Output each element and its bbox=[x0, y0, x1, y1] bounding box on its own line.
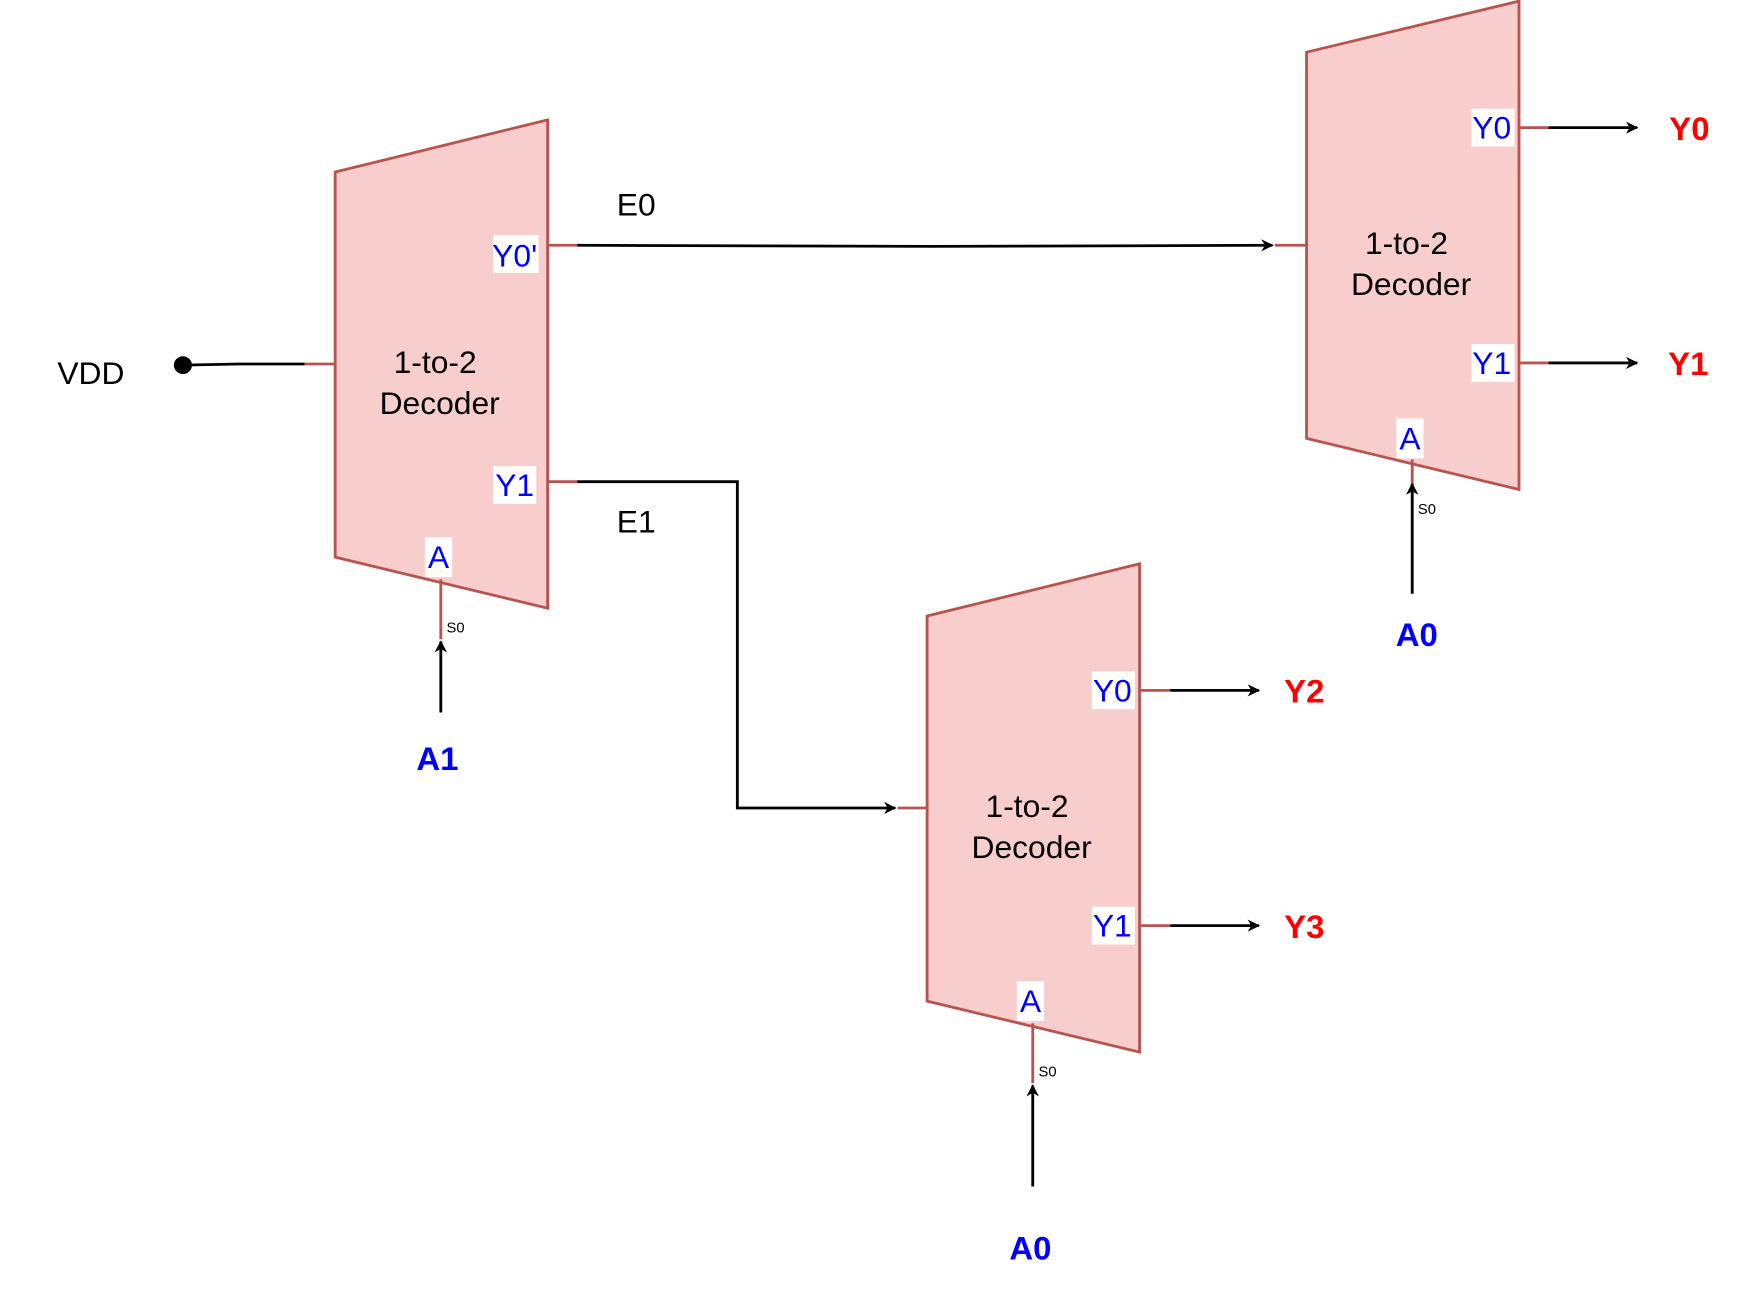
decoder-3-select: S0 bbox=[1038, 1065, 1056, 1081]
decoder-1: 1-to-2 Decoder Y0' Y1 A S0 A1 bbox=[304, 118, 578, 778]
decoder-3-port-y1: Y1 bbox=[1093, 909, 1132, 944]
decoder-1-title: 1-to-2 bbox=[394, 345, 477, 380]
output-y2: Y2 bbox=[1284, 674, 1324, 710]
decoder-3-subtitle: Decoder bbox=[972, 830, 1092, 865]
decoder-2-title: 1-to-2 bbox=[1365, 226, 1448, 261]
decoder-3-port-a: A bbox=[1020, 985, 1041, 1020]
output-y0: Y0 bbox=[1669, 111, 1709, 147]
output-y3: Y3 bbox=[1284, 909, 1324, 945]
decoder-3-title: 1-to-2 bbox=[986, 789, 1069, 824]
vdd-label: VDD bbox=[57, 356, 124, 391]
decoder-2-body bbox=[1305, 0, 1521, 492]
output-y1: Y1 bbox=[1668, 346, 1708, 382]
decoder-2-port-y1: Y1 bbox=[1472, 346, 1511, 381]
decoder-3: 1-to-2 Decoder Y0 Y1 A S0 A0 Y2 Y3 bbox=[897, 562, 1324, 1267]
vdd-wire bbox=[182, 362, 305, 367]
decoder-1-port-a: A bbox=[428, 541, 449, 576]
decoder-2: 1-to-2 Decoder Y0 Y1 A S0 A0 Y0 Y1 bbox=[1274, 0, 1710, 653]
input-a1: A1 bbox=[416, 742, 458, 778]
decoder-1-select: S0 bbox=[447, 621, 465, 637]
wire-e1-label: E1 bbox=[617, 505, 656, 540]
decoder-3-port-y0: Y0 bbox=[1093, 674, 1132, 709]
wire-e0-label: E0 bbox=[617, 188, 656, 223]
decoder-2-port-a: A bbox=[1399, 422, 1420, 457]
decoder-1-port-y1: Y1 bbox=[495, 468, 534, 503]
decoder-2-select: S0 bbox=[1418, 502, 1436, 518]
decoder-3-body bbox=[925, 562, 1141, 1054]
input-a0-bottom: A0 bbox=[1009, 1231, 1051, 1267]
decoder-1-port-y0: Y0' bbox=[492, 239, 537, 274]
decoder-1-subtitle: Decoder bbox=[380, 386, 500, 421]
wire-e0 bbox=[577, 239, 1274, 252]
decoder-2-port-y0: Y0 bbox=[1472, 111, 1511, 146]
wire-e1 bbox=[577, 480, 897, 815]
input-a0-top: A0 bbox=[1396, 617, 1438, 653]
decoder-2-subtitle: Decoder bbox=[1351, 268, 1471, 303]
